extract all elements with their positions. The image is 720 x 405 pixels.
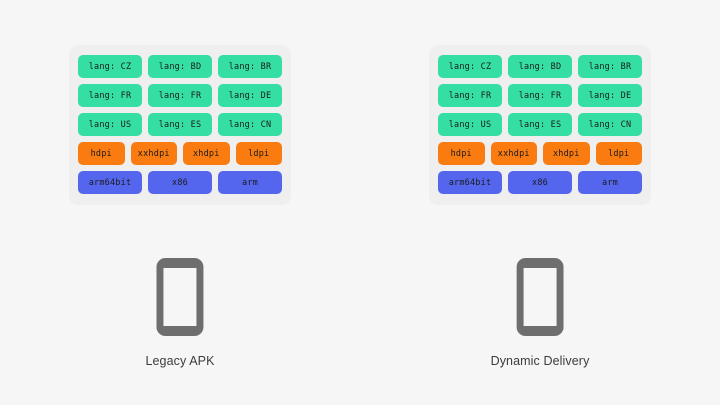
chip-row-abi: arm64bit x86 arm [78, 171, 282, 194]
device-label-dynamic: Dynamic Delivery [490, 354, 590, 368]
chip-density[interactable]: hdpi [78, 142, 125, 165]
config-chip-panel-dynamic: lang: CZ lang: BD lang: BR lang: FR lang… [429, 45, 651, 205]
chip-language[interactable]: lang: CN [578, 113, 642, 136]
device-legacy: Legacy APK [145, 258, 214, 368]
chip-row-language-1: lang: CZ lang: BD lang: BR [438, 55, 642, 78]
chip-abi[interactable]: arm64bit [78, 171, 142, 194]
chip-language[interactable]: lang: US [438, 113, 502, 136]
chip-density[interactable]: ldpi [235, 142, 282, 165]
chip-abi[interactable]: arm [578, 171, 642, 194]
chip-row-language-1: lang: CZ lang: BD lang: BR [78, 55, 282, 78]
chip-abi[interactable]: arm [218, 171, 282, 194]
chip-density[interactable]: hdpi [438, 142, 485, 165]
chip-language[interactable]: lang: BR [218, 55, 282, 78]
chip-density[interactable]: xhdpi [543, 142, 590, 165]
chip-language[interactable]: lang: FR [148, 84, 212, 107]
config-chip-panel-legacy: lang: CZ lang: BD lang: BR lang: FR lang… [69, 45, 291, 205]
phone-icon [156, 258, 204, 336]
chip-language[interactable]: lang: US [78, 113, 142, 136]
phone-icon [516, 258, 564, 336]
chip-language[interactable]: lang: ES [508, 113, 572, 136]
chip-row-language-3: lang: US lang: ES lang: CN [78, 113, 282, 136]
chip-language[interactable]: lang: FR [78, 84, 142, 107]
chip-density[interactable]: xxhdpi [130, 142, 177, 165]
chip-language[interactable]: lang: CZ [78, 55, 142, 78]
chip-row-abi: arm64bit x86 arm [438, 171, 642, 194]
chip-language[interactable]: lang: CN [218, 113, 282, 136]
chip-row-density: hdpi xxhdpi xhdpi ldpi [78, 142, 282, 165]
device-label-legacy: Legacy APK [145, 354, 215, 368]
chip-row-density: hdpi xxhdpi xhdpi ldpi [438, 142, 642, 165]
chip-language[interactable]: lang: DE [218, 84, 282, 107]
chip-row-language-3: lang: US lang: ES lang: CN [438, 113, 642, 136]
chip-abi[interactable]: x86 [508, 171, 572, 194]
chip-language[interactable]: lang: BR [578, 55, 642, 78]
chip-abi[interactable]: arm64bit [438, 171, 502, 194]
chip-language[interactable]: lang: BD [508, 55, 572, 78]
chip-density[interactable]: xxhdpi [490, 142, 537, 165]
chip-language[interactable]: lang: BD [148, 55, 212, 78]
column-dynamic: lang: CZ lang: BD lang: BR lang: FR lang… [360, 0, 720, 405]
chip-abi[interactable]: x86 [148, 171, 212, 194]
chip-language[interactable]: lang: DE [578, 84, 642, 107]
chip-row-language-2: lang: FR lang: FR lang: DE [438, 84, 642, 107]
chip-row-language-2: lang: FR lang: FR lang: DE [78, 84, 282, 107]
chip-language[interactable]: lang: FR [438, 84, 502, 107]
device-dynamic: Dynamic Delivery [491, 258, 590, 368]
chip-density[interactable]: ldpi [595, 142, 642, 165]
chip-language[interactable]: lang: CZ [438, 55, 502, 78]
chip-language[interactable]: lang: ES [148, 113, 212, 136]
chip-density[interactable]: xhdpi [183, 142, 230, 165]
chip-language[interactable]: lang: FR [508, 84, 572, 107]
column-legacy: lang: CZ lang: BD lang: BR lang: FR lang… [69, 45, 291, 368]
